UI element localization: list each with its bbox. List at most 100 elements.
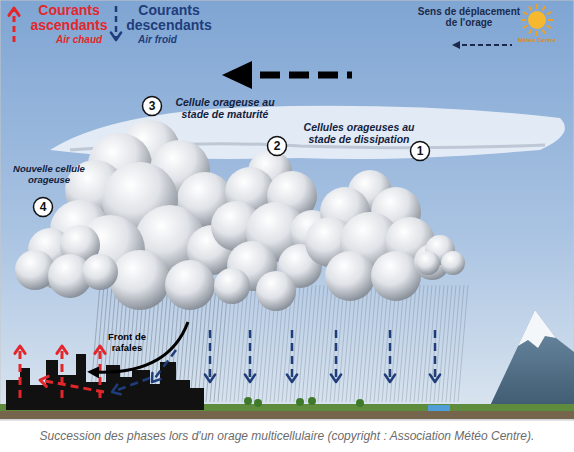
building: [150, 384, 160, 410]
tree: [308, 397, 316, 405]
callout-number: 4: [32, 196, 54, 218]
tree: [296, 398, 304, 406]
tree: [244, 397, 252, 405]
cloud-puff: [256, 271, 296, 311]
phase-label: Cellule orageuse au stade de maturité: [166, 97, 284, 121]
cloud-puff: [371, 251, 421, 301]
sun-disc: [528, 11, 546, 29]
sun-ray: [529, 6, 532, 10]
motion-arrow-shaft: [260, 72, 352, 79]
downdraft-arrow-head: [385, 375, 395, 382]
sun-ray: [536, 4, 538, 9]
downdraft-arrow: [245, 330, 255, 382]
legend-item: Courants descendants: [122, 3, 216, 34]
direction-arrow-head: [452, 41, 460, 49]
cloud-puff: [416, 251, 440, 275]
building: [20, 368, 30, 410]
mountain-snow: [518, 310, 556, 348]
callout-number: 2: [266, 135, 288, 157]
legend-text: Courants descendants: [126, 2, 212, 33]
building: [120, 377, 132, 410]
downdraft-arrow: [205, 330, 215, 382]
legend-item: Courants ascendants: [22, 3, 116, 34]
sun-ray: [536, 31, 538, 36]
downdraft-arrow-head: [245, 375, 255, 382]
gust-front-label: Front de rafales: [98, 332, 156, 353]
updraft-arrow-shaft: [19, 346, 22, 398]
mature-cell: [35, 120, 237, 310]
city: [6, 354, 364, 410]
building: [86, 382, 106, 410]
callout-number: 1: [409, 140, 431, 162]
watermark: Météo Centre: [512, 37, 562, 44]
downdraft-arrow-head: [331, 375, 341, 382]
sky: [0, 0, 574, 420]
downdraft-arrow: [385, 330, 395, 382]
tree: [356, 399, 364, 407]
callout-circle: 1: [409, 140, 431, 162]
callout-number: 3: [141, 95, 163, 117]
legend-updraft-sample-shaft: [13, 8, 16, 42]
gust-front-arrow: [92, 322, 188, 372]
water: [428, 405, 450, 411]
downdraft-arrow-shaft: [209, 330, 212, 382]
downdraft-arrow-head: [430, 375, 440, 382]
sun-ray: [547, 26, 551, 29]
storm-cells: [15, 120, 465, 311]
legend-item: Sens de déplacement de l'orage: [412, 6, 526, 28]
cloud-puff: [82, 254, 118, 290]
updraft-arrow: [15, 346, 25, 398]
callout-circle: 2: [266, 135, 288, 157]
legend-downdraft-sample-head: [111, 33, 121, 40]
updraft-arrow-shaft: [61, 346, 64, 398]
downdraft-arrow-shaft: [335, 330, 338, 382]
legend-text: Sens de déplacement de l'orage: [418, 6, 520, 28]
air-currents: [9, 6, 440, 398]
direction-arrow-shaft: [462, 44, 512, 46]
motion-arrow-head: [222, 61, 252, 89]
downdraft-arrow-head: [205, 375, 215, 382]
warm-inflow-arrow: [40, 376, 104, 392]
building: [160, 362, 176, 410]
updraft-arrow: [57, 346, 67, 398]
legend-updraft-sample: [9, 8, 19, 42]
small-cumulus: [416, 235, 465, 275]
downdraft-arrow-head: [112, 385, 121, 395]
cloud-puff: [110, 250, 170, 310]
building: [46, 360, 58, 410]
soil: [0, 411, 574, 419]
downdraft-arrow: [112, 378, 150, 394]
building: [132, 370, 150, 410]
legend-downdraft-sample-shaft: [115, 6, 118, 40]
tree: [254, 399, 262, 407]
sun-ray: [547, 12, 551, 15]
updraft-arrow-head: [15, 346, 25, 353]
building: [30, 385, 46, 410]
air-note: Air froid: [138, 34, 198, 45]
dissipating-cell: [305, 170, 450, 301]
sun-ray: [529, 30, 532, 34]
sun-ray: [543, 6, 546, 10]
rain-streak: [458, 285, 468, 402]
building: [190, 388, 204, 410]
legend-updraft-sample-head: [9, 8, 19, 15]
callout-circle: 4: [32, 196, 54, 218]
new-cell: [15, 225, 118, 298]
downdraft-arrow-shaft: [291, 330, 294, 382]
cloud-puff: [165, 260, 215, 310]
callout-circle: 3: [141, 95, 163, 117]
building: [176, 380, 190, 410]
building: [76, 354, 86, 410]
legend-text: Courants ascendants: [30, 2, 107, 33]
sun-ray: [523, 26, 527, 29]
phase-label: Cellules orageuses au stade de dissipati…: [296, 122, 422, 146]
logo-sun: [521, 4, 553, 36]
downdraft-arrow-shaft: [249, 330, 252, 382]
downdraft-arrow: [430, 330, 440, 382]
updraft-arrow-head: [95, 346, 105, 353]
downdraft-arrow-head: [152, 373, 161, 382]
downdraft-arrow-head: [287, 375, 297, 382]
